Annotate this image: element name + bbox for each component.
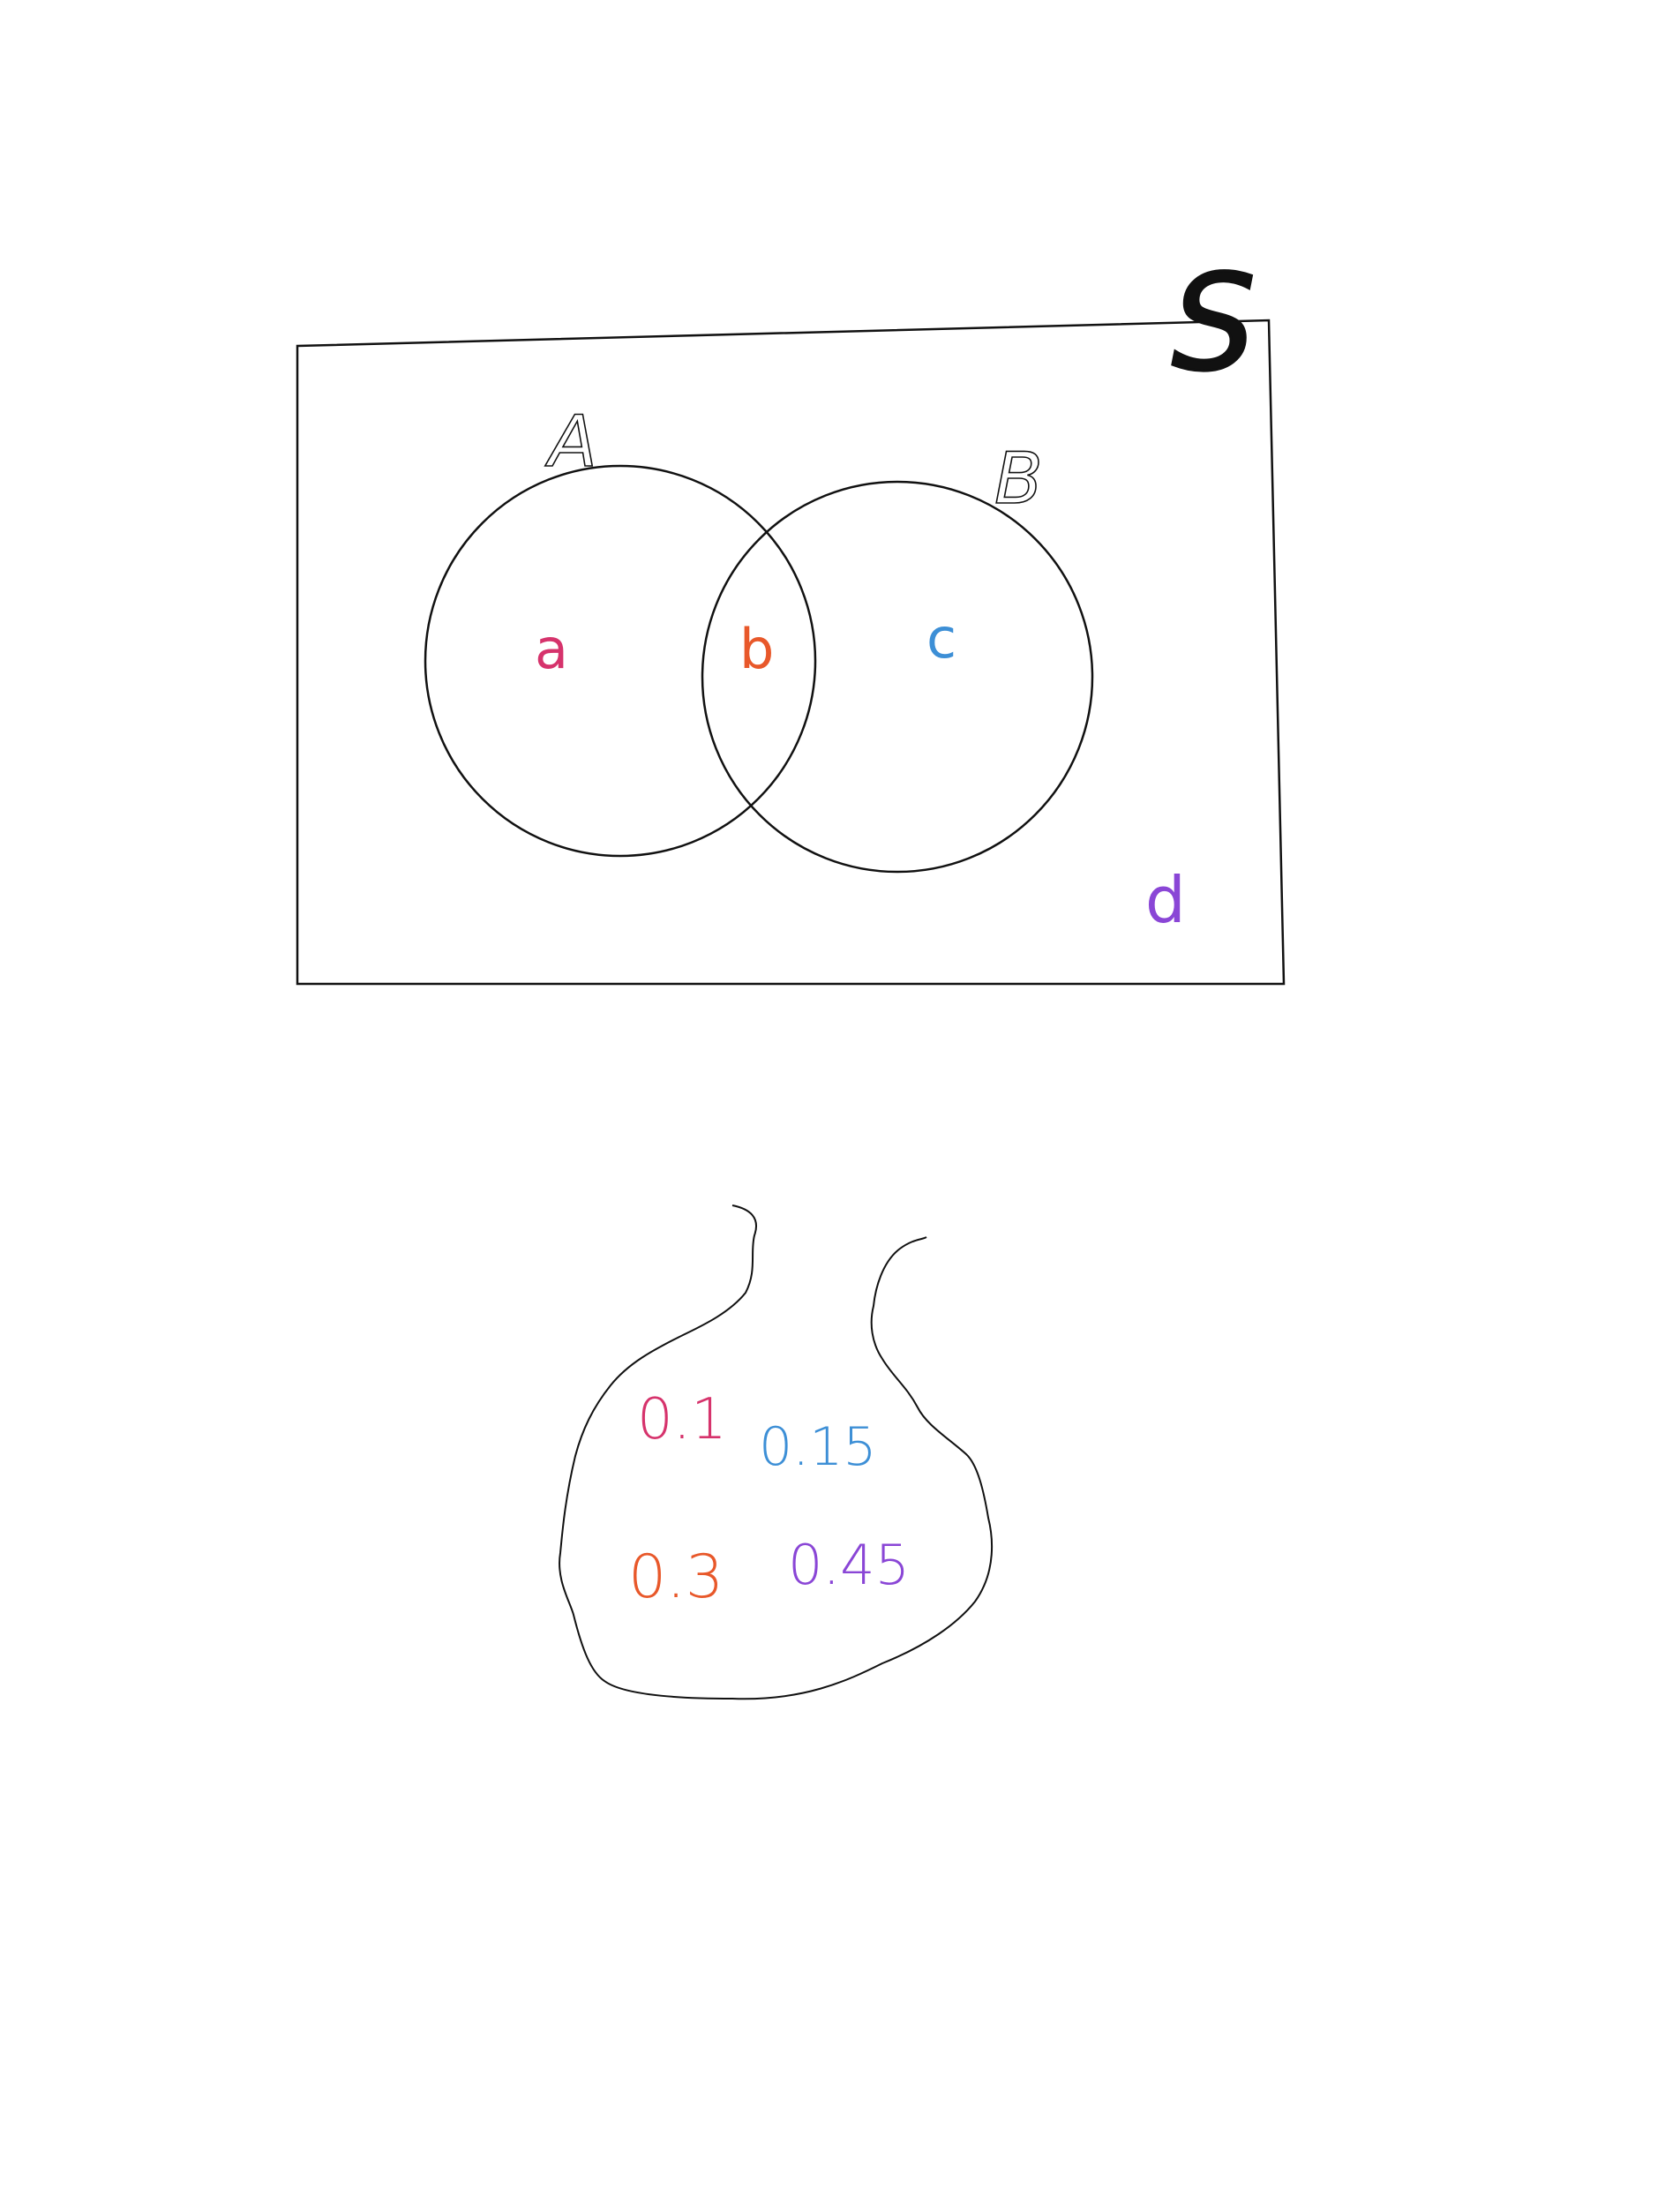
set-b-label: B <box>994 438 1043 520</box>
region-b-label: b <box>739 617 774 681</box>
region-c-label: c <box>926 606 956 671</box>
value-c-label: 0.15 <box>759 1416 877 1478</box>
sample-space-label: S <box>1172 247 1256 401</box>
probability-blob <box>559 1204 994 1700</box>
value-d-label: 0.45 <box>788 1533 910 1597</box>
set-a-circle <box>424 464 817 858</box>
value-a-label: 0.1 <box>637 1387 727 1452</box>
sample-space-rectangle <box>296 319 1286 986</box>
region-a-label: a <box>535 617 568 681</box>
set-b-circle <box>701 480 1094 874</box>
set-a-label: A <box>544 401 597 483</box>
region-d-label: d <box>1145 863 1186 937</box>
value-b-label: 0.3 <box>628 1542 724 1612</box>
